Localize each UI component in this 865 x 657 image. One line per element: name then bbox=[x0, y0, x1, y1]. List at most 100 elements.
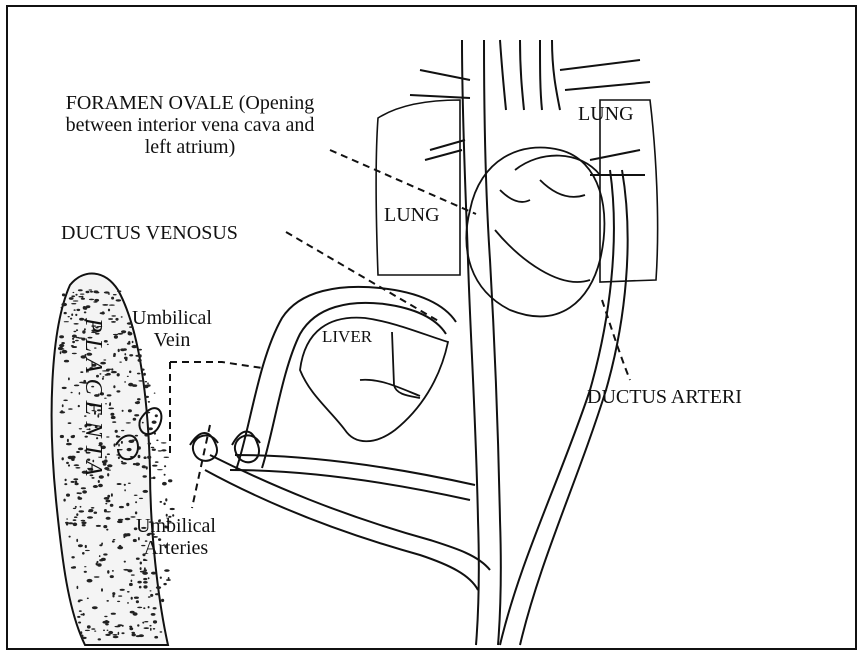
placenta-stipple-dot bbox=[111, 493, 113, 497]
placenta-stipple-dot bbox=[75, 481, 77, 484]
placenta-stipple-dot bbox=[120, 589, 125, 591]
placenta-stipple-dot bbox=[85, 545, 87, 548]
placenta-stipple-dot bbox=[155, 414, 158, 417]
placenta-stipple-dot bbox=[66, 443, 72, 446]
placenta-stipple-dot bbox=[79, 510, 85, 512]
placenta-stipple-dot bbox=[160, 501, 163, 503]
placenta-stipple-dot bbox=[113, 354, 116, 356]
placenta-stipple-dot bbox=[66, 494, 70, 497]
placenta-stipple-dot bbox=[82, 552, 85, 555]
placenta-stipple-dot bbox=[126, 503, 129, 506]
placenta-stipple-dot bbox=[147, 456, 151, 459]
placenta-stipple-dot bbox=[148, 596, 151, 598]
placenta-stipple-dot bbox=[137, 607, 142, 609]
placenta-stipple-dot bbox=[129, 371, 131, 374]
lung-left-label: LUNG bbox=[384, 204, 440, 226]
placenta-stipple-dot bbox=[135, 501, 137, 503]
placenta-stipple-dot bbox=[150, 594, 153, 597]
placenta-stipple-dot bbox=[151, 613, 156, 616]
placenta-stipple-dot bbox=[88, 510, 93, 512]
placenta-stipple-dot bbox=[64, 312, 67, 314]
placenta-stipple-dot bbox=[64, 483, 67, 485]
placenta-stipple-dot bbox=[139, 586, 142, 589]
placenta-stipple-dot bbox=[156, 586, 161, 589]
placenta-stipple-dot bbox=[62, 350, 68, 354]
placenta-stipple-dot bbox=[137, 624, 139, 626]
placenta-stipple-dot bbox=[74, 516, 78, 518]
placenta-stipple-dot bbox=[76, 539, 78, 542]
placenta-stipple-dot bbox=[149, 625, 151, 627]
foramen-ovale-line1: FORAMEN OVALE (Opening bbox=[10, 92, 370, 114]
placenta-stipple-dot bbox=[109, 304, 115, 305]
umbilical-vein bbox=[236, 287, 456, 470]
placenta-stipple-dot bbox=[110, 504, 114, 507]
placenta-stipple-dot bbox=[119, 506, 124, 508]
liver-label: LIVER bbox=[322, 326, 372, 348]
placenta-stipple-dot bbox=[112, 570, 114, 572]
placenta-stipple-dot bbox=[152, 449, 156, 451]
placenta-stipple-dot bbox=[110, 413, 114, 416]
placenta-stipple-dot bbox=[101, 588, 103, 591]
umbilical-vein-label: Umbilical Vein bbox=[117, 307, 227, 351]
placenta-stipple-dot bbox=[81, 520, 86, 522]
placenta-stipple-dot bbox=[106, 600, 109, 602]
placenta-stipple-dot bbox=[160, 631, 163, 632]
placenta-stipple-dot bbox=[143, 466, 146, 468]
placenta-stipple-dot bbox=[161, 442, 167, 443]
placenta-stipple-dot bbox=[124, 561, 126, 563]
foramen-ovale-line2: between interior vena cava and bbox=[10, 114, 370, 136]
placenta-stipple-dot bbox=[105, 620, 108, 622]
placenta-stipple-dot bbox=[112, 595, 114, 598]
placenta-stipple-dot bbox=[102, 311, 105, 314]
placenta-stipple-dot bbox=[151, 447, 155, 448]
placenta-stipple-dot bbox=[126, 422, 131, 423]
placenta-stipple-dot bbox=[71, 481, 75, 483]
placenta-stipple-dot bbox=[168, 479, 172, 482]
placenta-stipple-dot bbox=[164, 569, 169, 572]
placenta-stipple-dot bbox=[62, 293, 65, 296]
umbilical-arteries bbox=[116, 408, 490, 590]
placenta-stipple-dot bbox=[107, 394, 112, 396]
placenta-stipple-dot bbox=[89, 289, 93, 290]
placenta-stipple-dot bbox=[160, 577, 162, 579]
placenta-stipple-dot bbox=[103, 630, 105, 632]
placenta-stipple-dot bbox=[102, 304, 108, 306]
placenta-stipple-dot bbox=[73, 478, 78, 480]
placenta-stipple-dot bbox=[81, 296, 83, 298]
placenta-stipple-dot bbox=[138, 380, 143, 381]
placenta-stipple-dot bbox=[93, 301, 97, 302]
placenta-stipple-dot bbox=[121, 632, 124, 634]
placenta-stipple-dot bbox=[106, 436, 109, 437]
placenta-stipple-dot bbox=[131, 632, 135, 634]
placenta-stipple-dot bbox=[148, 427, 153, 430]
placenta-stipple-dot bbox=[153, 607, 157, 609]
placenta-stipple-dot bbox=[104, 497, 110, 500]
placenta-stipple-dot bbox=[87, 598, 89, 600]
placenta-stipple-dot bbox=[66, 462, 69, 464]
umbilical-vein-line2: Vein bbox=[117, 329, 227, 351]
placenta-stipple-dot bbox=[68, 408, 73, 410]
placenta-stipple-dot bbox=[111, 368, 113, 371]
placenta-stipple-dot bbox=[135, 435, 138, 437]
placenta-stipple-dot bbox=[60, 435, 64, 438]
placenta-stipple-dot bbox=[116, 390, 120, 392]
placenta-stipple-dot bbox=[84, 566, 86, 567]
placenta-stipple-dot bbox=[146, 466, 148, 469]
placenta-stipple-dot bbox=[118, 595, 122, 596]
placenta-stipple-dot bbox=[138, 455, 141, 459]
placenta-stipple-dot bbox=[106, 529, 108, 531]
placenta-stipple-dot bbox=[68, 377, 70, 380]
placenta-stipple-dot bbox=[144, 627, 150, 629]
placenta-stipple-dot bbox=[121, 462, 127, 464]
placenta-stipple-dot bbox=[153, 477, 156, 480]
placenta-stipple-dot bbox=[118, 457, 120, 460]
placenta-stipple-dot bbox=[143, 490, 149, 493]
placenta-stipple-dot bbox=[140, 567, 142, 570]
placenta-stipple-dot bbox=[134, 597, 139, 599]
placenta-stipple-dot bbox=[143, 585, 147, 588]
placenta-stipple-dot bbox=[131, 580, 133, 583]
placenta-stipple-dot bbox=[124, 381, 126, 382]
placenta-stipple-dot bbox=[104, 616, 107, 617]
placenta-stipple-dot bbox=[68, 464, 70, 466]
placenta-stipple-dot bbox=[165, 498, 167, 501]
